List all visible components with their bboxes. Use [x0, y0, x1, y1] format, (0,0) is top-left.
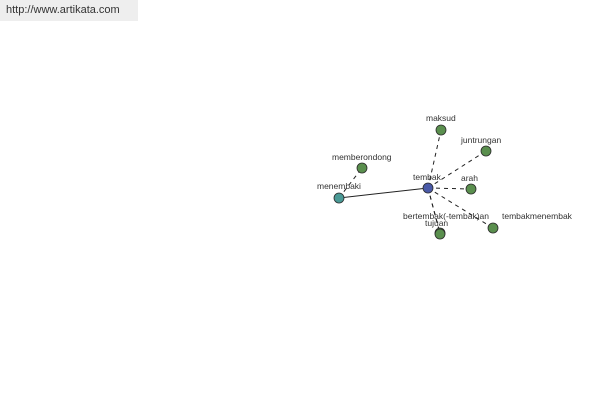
label-tujuan[interactable]: tujuan	[425, 218, 448, 228]
edge-menembaki	[338, 187, 429, 199]
node-maksud[interactable]	[435, 124, 447, 136]
graph-nodes: maksud juntrungan arah bertembak(-tembak)an…	[317, 113, 573, 240]
edge-juntrungan	[427, 150, 487, 189]
edge-arah	[427, 187, 472, 190]
label-memberondong[interactable]: memberondong	[332, 152, 392, 162]
label-juntrungan[interactable]: juntrungan	[460, 135, 501, 145]
label-menembaki[interactable]: menembaki	[317, 181, 361, 191]
node-menembaki[interactable]	[333, 192, 345, 204]
label-arah[interactable]: arah	[461, 173, 478, 183]
graph-edges	[338, 129, 494, 235]
watermark-url[interactable]: http://www.artikata.com	[6, 4, 120, 16]
node-tujuan[interactable]	[434, 228, 446, 240]
node-center-tembak[interactable]	[422, 182, 434, 194]
edge-memberondong	[338, 167, 363, 199]
edge-maksud	[427, 129, 442, 189]
node-tembakmenembak[interactable]	[487, 222, 499, 234]
node-juntrungan[interactable]	[480, 145, 492, 157]
node-arah[interactable]	[465, 183, 477, 195]
node-memberondong[interactable]	[356, 162, 368, 174]
label-center-tembak[interactable]: tembak	[413, 172, 442, 182]
watermark-banner: http://www.artikata.com	[0, 0, 138, 21]
label-tembakmenembak[interactable]: tembakmenembak	[502, 211, 573, 221]
label-maksud[interactable]: maksud	[426, 113, 456, 123]
label-bertembak[interactable]: bertembak(-tembak)an	[403, 211, 489, 221]
